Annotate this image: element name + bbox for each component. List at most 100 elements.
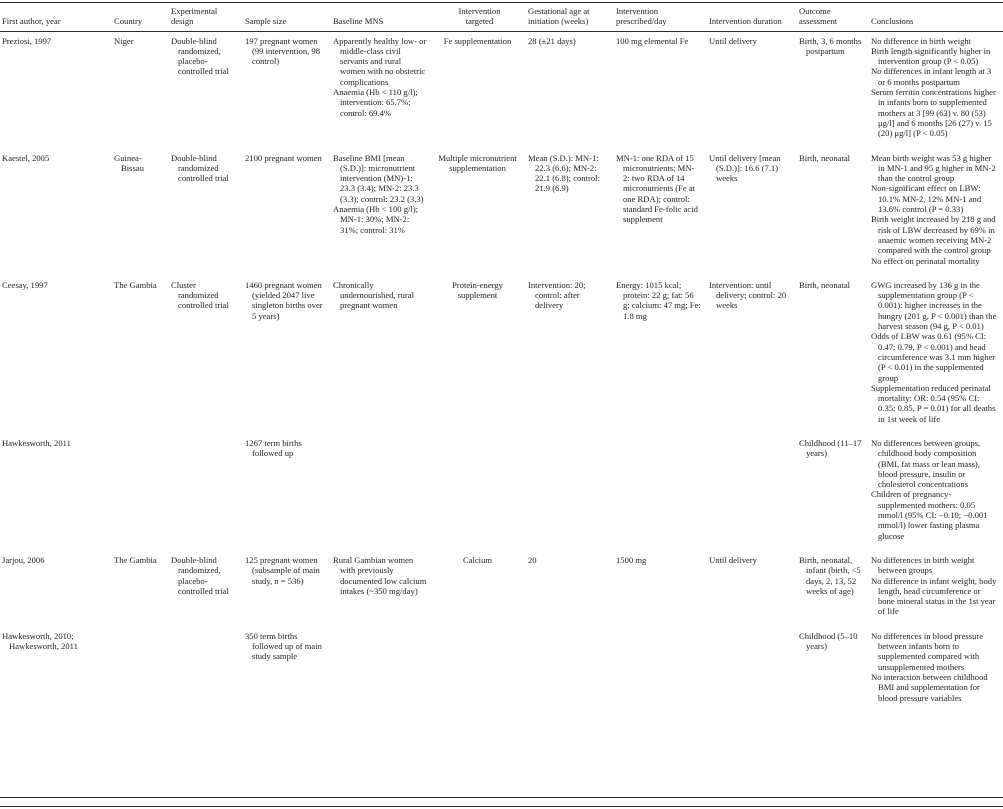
cell-paragraph: Until delivery [709, 554, 757, 565]
table-cell: Preziosi, 1997 [0, 31, 112, 148]
table-cell: Birth, neonatal, infant (birth, <5 days,… [797, 551, 869, 627]
table-cell: 1460 pregnant women (yielded 2047 live s… [243, 276, 331, 434]
table-cell: Double-blind randomized controlled trial [169, 149, 243, 276]
cell-paragraph: Odds of LBW was 0.61 (95% CI: 0.47; 0.79… [871, 331, 996, 383]
cell-paragraph: No difference in infant weight, body len… [871, 575, 997, 617]
column-header: Intervention targeted [433, 2, 526, 32]
cell-paragraph: No difference in birth weight [871, 35, 972, 46]
cell-paragraph: Birth, neonatal [799, 152, 851, 163]
cell-paragraph: Mean birth weight was 53 g higher in MN-… [871, 152, 996, 184]
table-cell: Childhood (5–10 years) [797, 627, 869, 713]
cell-paragraph: Mean (S.D.): MN-1: 22.3 (6.6); MN-2: 22.… [528, 152, 600, 194]
table-cell: Until delivery [707, 551, 797, 627]
table-cell: Guinea-Bissau [112, 149, 169, 276]
cell-paragraph: Multiple micronutrient supplementation [438, 152, 517, 173]
cell-paragraph: No differences in blood pressure between… [871, 630, 984, 672]
cell-paragraph: Non-significant effect on LBW: 10.1% MN-… [871, 183, 982, 215]
table-cell: MN-1: one RDA of 15 micronutrients; MN-2… [614, 149, 707, 276]
cell-paragraph: Intervention: until delivery; control: 2… [709, 279, 787, 311]
table-cell: 350 term births followed up of main stud… [243, 627, 331, 713]
cell-paragraph: Birth, neonatal [799, 279, 851, 290]
table-cell: The Gambia [112, 551, 169, 627]
cell-paragraph: 197 pregnant women (99 intervention, 98 … [245, 35, 321, 67]
cell-paragraph: 100 mg elemental Fe [616, 35, 689, 46]
table-row: Hawkesworth, 2010; Hawkesworth, 2011 350 … [0, 627, 1003, 713]
table-cell: 125 pregnant women (subsample of main st… [243, 551, 331, 627]
table-cell: Fe supplementation [433, 31, 526, 148]
cell-paragraph: Birth weight increased by 218 g and risk… [871, 214, 996, 256]
cell-paragraph: Guinea-Bissau [114, 152, 144, 173]
cell-paragraph: Calcium [462, 554, 493, 565]
table-cell: Ceesay, 1997 [0, 276, 112, 434]
cell-paragraph: Birth, neonatal, infant (birth, <5 days,… [799, 554, 861, 596]
cell-paragraph: Baseline BMI [mean (S.D.)]: micronutrien… [333, 152, 424, 204]
cell-paragraph: Niger [114, 35, 134, 46]
table-cell: No differences between groups, childhood… [869, 434, 1003, 551]
cell-paragraph: 350 term births followed up of main stud… [245, 630, 322, 662]
cell-paragraph: Chronically undernourished, rural pregna… [333, 279, 414, 311]
column-header: Conclusions [869, 2, 1003, 32]
cell-paragraph: Apparently healthy low- or middle-class … [333, 35, 427, 87]
cell-paragraph: Double-blind randomized, placebo-control… [171, 554, 229, 596]
table-cell [526, 627, 614, 713]
cell-paragraph: Hawkesworth, 2011 [2, 437, 71, 448]
table-cell: 20 [526, 551, 614, 627]
table-cell: Birth, neonatal [797, 276, 869, 434]
table-cell: No differences in birth weight between g… [869, 551, 1003, 627]
column-header: Experimental design [169, 2, 243, 32]
cell-paragraph: GWG increased by 136 g in the supplement… [871, 279, 997, 332]
cell-paragraph: Anaemia (Hb < 100 g/l); MN-1: 30%; MN-2:… [333, 204, 419, 235]
cell-paragraph: The Gambia [114, 279, 157, 290]
column-header: Intervention duration [707, 2, 797, 32]
cell-paragraph: Preziosi, 1997 [2, 35, 52, 46]
cell-paragraph: Protein-energy supplement [452, 279, 503, 301]
table-cell: 1500 mg [614, 551, 707, 627]
cell-paragraph: Children of pregnancy-supplemented mothe… [871, 489, 988, 541]
table-cell: Hawkesworth, 2010; Hawkesworth, 2011 [0, 627, 112, 713]
cell-paragraph: 20 [528, 554, 537, 565]
table-cell: Hawkesworth, 2011 [0, 434, 112, 551]
table-row: Preziosi, 1997 Niger Double-blind randomiz… [0, 31, 1003, 148]
page-bottom-rule [0, 806, 1003, 807]
cell-paragraph: No differences in birth weight between g… [871, 554, 975, 576]
table-cell: GWG increased by 136 g in the supplement… [869, 276, 1003, 434]
table-cell: Intervention: 20; control: after deliver… [526, 276, 614, 434]
cell-paragraph: Double-blind randomized, placebo-control… [171, 35, 229, 77]
cell-paragraph: Kaestel, 2005 [2, 152, 50, 163]
table-cell [433, 627, 526, 713]
column-header: Baseline MNS [331, 2, 433, 32]
cell-paragraph: The Gambia [114, 554, 157, 565]
cell-paragraph: Childhood (5–10 years) [799, 630, 858, 652]
column-header: Intervention prescribed/day [614, 2, 707, 32]
table-cell: 197 pregnant women (99 intervention, 98 … [243, 31, 331, 148]
table-cell: Niger [112, 31, 169, 148]
table-cell [707, 434, 797, 551]
table-cell: Cluster randomized controlled trial [169, 276, 243, 434]
cell-paragraph: Childhood (11–17 years) [799, 437, 862, 459]
cell-paragraph: 2100 pregnant women [245, 152, 322, 163]
cell-paragraph: Energy: 1015 kcal; protein: 22 g; fat: 5… [616, 279, 701, 321]
cell-paragraph: Double-blind randomized controlled trial [171, 152, 229, 184]
cell-paragraph: Anaemia (Hb < 110 g/l); intervention: 65… [333, 87, 418, 118]
table-cell [112, 627, 169, 713]
table-cell: Double-blind randomized, placebo-control… [169, 31, 243, 148]
table-bottom-rule [0, 797, 1003, 798]
table-cell: 100 mg elemental Fe [614, 31, 707, 148]
table-cell [169, 627, 243, 713]
table-cell [112, 434, 169, 551]
table-cell: Jarjou, 2006 [0, 551, 112, 627]
table-cell [614, 627, 707, 713]
cell-paragraph: Intervention: 20; control: after deliver… [528, 279, 586, 311]
table-cell [331, 434, 433, 551]
table-cell [433, 434, 526, 551]
table-cell: Apparently healthy low- or middle-class … [331, 31, 433, 148]
cell-paragraph: No interaction between childhood BMI and… [871, 671, 988, 703]
table-cell: 2100 pregnant women [243, 149, 331, 276]
cell-paragraph: Birth length significantly higher in int… [871, 45, 991, 67]
cell-paragraph: Serum ferritin concentrations higher in … [871, 87, 996, 139]
table-cell [707, 627, 797, 713]
